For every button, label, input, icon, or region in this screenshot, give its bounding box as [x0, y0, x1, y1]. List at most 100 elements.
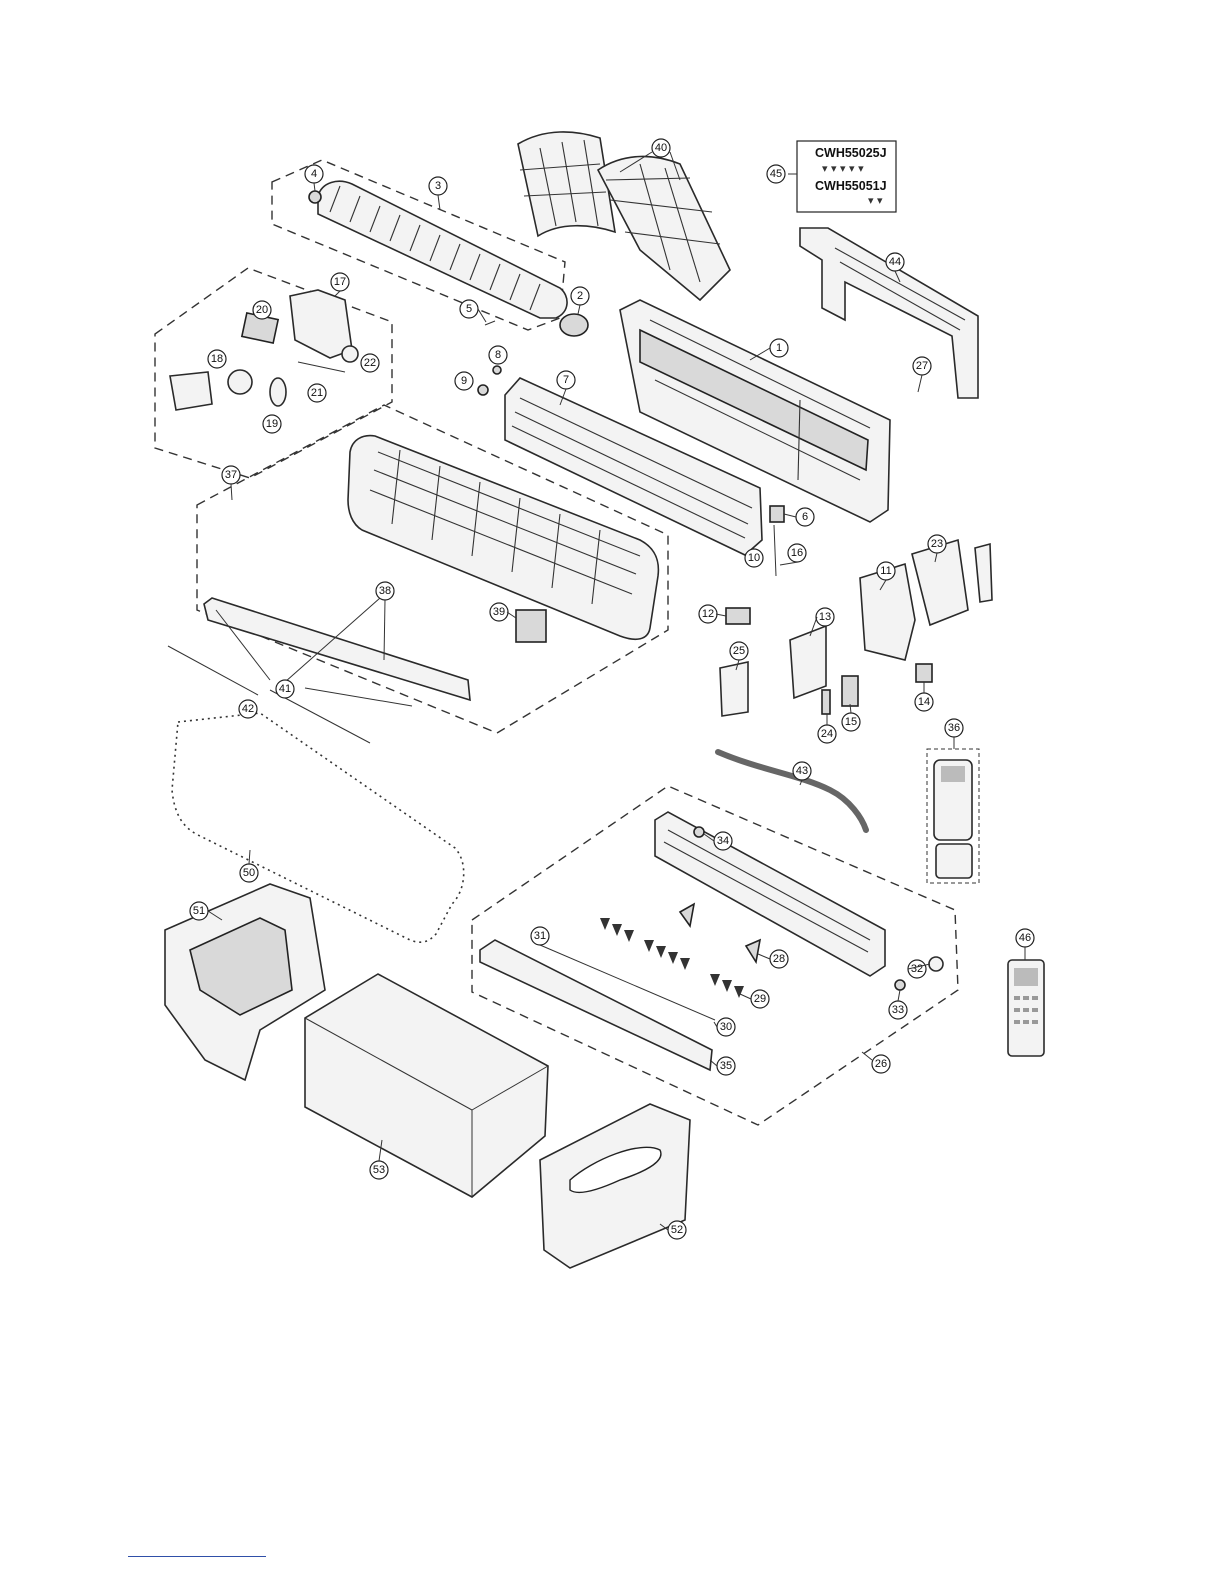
cover-13 [790, 626, 826, 698]
svg-text:12: 12 [702, 608, 714, 620]
callout-9: 9 [455, 372, 473, 390]
callout-26: 26 [872, 1055, 890, 1073]
svg-text:45: 45 [770, 168, 782, 180]
callout-53: 53 [370, 1161, 388, 1179]
callout-43: 43 [793, 762, 811, 780]
stepping-motor-32 [929, 957, 943, 971]
footer-link-underline [128, 1556, 266, 1557]
callout-6: 6 [796, 508, 814, 526]
svg-text:31: 31 [534, 930, 546, 942]
clip-23b [975, 544, 992, 602]
bracket-25 [720, 662, 748, 716]
callout-22: 22 [361, 354, 379, 372]
callout-37: 37 [222, 466, 240, 484]
svg-text:16: 16 [791, 547, 803, 559]
carton-box [305, 974, 548, 1197]
front-panel [204, 598, 470, 700]
callout-28: 28 [770, 950, 788, 968]
svg-text:40: 40 [655, 142, 667, 154]
callout-25: 25 [730, 642, 748, 660]
svg-text:15: 15 [845, 716, 857, 728]
part-24 [822, 690, 830, 714]
lever-28 [746, 940, 760, 962]
callout-45: 45 [767, 165, 785, 183]
svg-text:8: 8 [495, 349, 501, 361]
callout-35: 35 [717, 1057, 735, 1075]
screw-5 [485, 321, 495, 325]
svg-text:18: 18 [211, 353, 223, 365]
callout-50: 50 [240, 864, 258, 882]
svg-text:28: 28 [773, 953, 785, 965]
svg-text:30: 30 [720, 1021, 732, 1033]
callout-19: 19 [263, 415, 281, 433]
callout-11: 11 [877, 562, 895, 580]
svg-text:37: 37 [225, 469, 237, 481]
callout-31: 31 [531, 927, 549, 945]
svg-text:36: 36 [948, 722, 960, 734]
callout-14: 14 [915, 693, 933, 711]
control-box-17 [290, 290, 352, 358]
svg-text:23: 23 [931, 538, 943, 550]
svg-text:53: 53 [373, 1164, 385, 1176]
callout-51: 51 [190, 902, 208, 920]
kit-screws-2: ▾ ▾ [868, 194, 883, 207]
small-nut-9 [478, 385, 488, 395]
rod-16 [774, 525, 776, 576]
packing-foam-right [540, 1104, 690, 1268]
callout-3: 3 [429, 177, 447, 195]
svg-text:33: 33 [892, 1004, 904, 1016]
svg-text:1: 1 [776, 342, 782, 354]
svg-text:22: 22 [364, 357, 376, 369]
packing-foam-left [165, 884, 325, 1080]
callout-15: 15 [842, 713, 860, 731]
cable-21 [298, 362, 345, 372]
bracket-39 [516, 610, 546, 642]
callout-33: 33 [889, 1001, 907, 1019]
callout-13: 13 [816, 608, 834, 626]
callout-2: 2 [571, 287, 589, 305]
callout-7: 7 [557, 371, 575, 389]
vertical-vanes [600, 918, 744, 998]
part-6 [770, 506, 784, 522]
callout-40: 40 [652, 139, 670, 157]
svg-text:50: 50 [243, 867, 255, 879]
callout-20: 20 [253, 301, 271, 319]
callout-46: 46 [1016, 929, 1034, 947]
terminal-12 [726, 608, 750, 624]
svg-text:27: 27 [916, 360, 928, 372]
sensor-19 [270, 378, 286, 406]
svg-text:35: 35 [720, 1060, 732, 1072]
svg-text:42: 42 [242, 703, 254, 715]
svg-text:34: 34 [717, 835, 729, 847]
callout-4: 4 [305, 165, 323, 183]
callout-32: 32 [908, 960, 926, 978]
svg-text:6: 6 [802, 511, 808, 523]
air-filter-pair [518, 132, 730, 300]
callout-36: 36 [945, 719, 963, 737]
callout-18: 18 [208, 350, 226, 368]
svg-text:25: 25 [733, 645, 745, 657]
part-15 [842, 676, 858, 706]
remote-control-36 [927, 749, 979, 883]
svg-text:32: 32 [911, 963, 923, 975]
svg-text:51: 51 [193, 905, 205, 917]
svg-text:2: 2 [577, 290, 583, 302]
display-unit [170, 372, 212, 410]
callout-21: 21 [308, 384, 326, 402]
receiver-18 [228, 370, 252, 394]
svg-text:29: 29 [754, 993, 766, 1005]
svg-text:19: 19 [266, 418, 278, 430]
remote-control-46 [1008, 960, 1044, 1056]
small-screw-8 [493, 366, 501, 374]
svg-text:46: 46 [1019, 932, 1031, 944]
callout-12: 12 [699, 605, 717, 623]
callout-39: 39 [490, 603, 508, 621]
callout-38: 38 [376, 582, 394, 600]
cross-flow-fan [318, 181, 567, 318]
callout-34: 34 [714, 832, 732, 850]
fan-motor [560, 314, 588, 336]
svg-text:44: 44 [889, 256, 901, 268]
callout-44: 44 [886, 253, 904, 271]
svg-text:21: 21 [311, 387, 323, 399]
